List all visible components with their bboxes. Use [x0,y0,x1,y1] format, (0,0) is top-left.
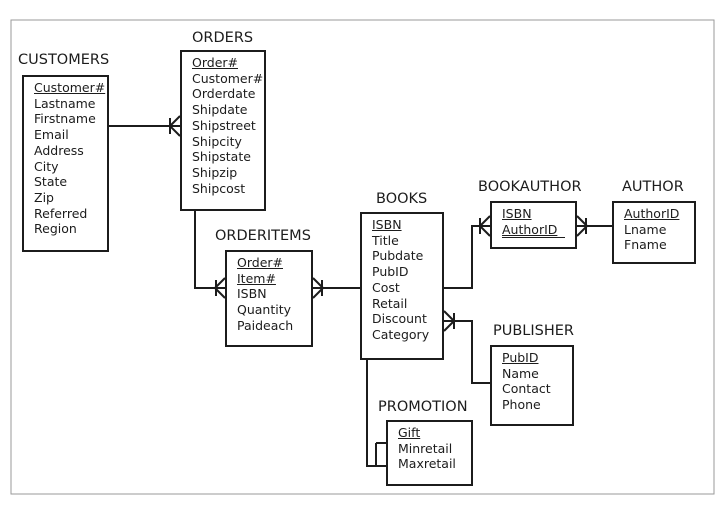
rel-customers-orders [108,115,181,137]
orderitems-attr: ISBN [237,286,267,302]
entity-author: AuthorID Lname Fname [612,201,696,264]
publisher-key: PubID [502,350,539,365]
bookauthor-title: BOOKAUTHOR [478,179,582,195]
publisher-title: PUBLISHER [493,323,575,339]
entity-publisher: PubID Name Contact Phone [490,345,574,426]
rel-books-orderitems [312,277,360,299]
rel-books-bookauthor [444,215,491,289]
author-attr: Fname [624,237,667,253]
orderitems-attr: Quantity [237,302,292,318]
orders-attr: Shipdate [192,102,248,118]
customers-attr: Firstname [34,111,96,127]
entity-bookauthor: ISBN AuthorID [490,201,577,249]
books-key: ISBN [372,217,402,232]
customers-attr: Zip [34,189,54,205]
books-attr: Discount [372,311,427,327]
books-attr: Title [372,232,399,248]
customers-attr: City [34,158,59,174]
promotion-attr: Maxretail [398,456,456,472]
orders-attr: Shipcost [192,180,246,196]
customers-attr: Referred [34,205,88,221]
orders-attr: Shipzip [192,164,238,180]
rel-books-promotion [366,360,386,467]
books-attr: PubID [372,264,409,280]
bookauthor-key: AuthorID [502,222,565,239]
publisher-attr: Phone [502,397,541,413]
promotion-attr: Minretail [398,440,453,456]
customers-attr: Region [34,221,77,237]
orders-attr: Shipcity [192,133,242,149]
publisher-attr: Contact [502,381,551,397]
entity-customers: Customer# Lastname Firstname Email Addre… [22,75,109,252]
orderitems-attr: Paideach [237,317,294,333]
author-key: AuthorID [624,206,680,221]
orderitems-key: Order# [237,255,283,270]
diagram-border [10,19,715,495]
customers-attr: Email [34,127,69,143]
customers-attr: Address [34,142,84,158]
rel-orders-orderitems [194,211,226,299]
customers-attr: Lastname [34,95,96,111]
books-attr: Category [372,326,430,342]
orders-key: Order# [192,55,238,70]
publisher-attr: Name [502,365,539,381]
entity-books: ISBN Title Pubdate PubID Cost Retail Dis… [360,212,444,360]
rel-author-bookauthor [576,215,612,237]
author-attr: Lname [624,221,667,237]
orders-attr: Shipstate [192,149,251,165]
promotion-title: PROMOTION [378,399,468,415]
customers-key: Customer# [34,80,106,95]
orders-title: ORDERS [192,30,254,46]
books-attr: Pubdate [372,248,424,264]
entity-promotion: Gift Minretail Maxretail [386,420,473,486]
customers-title: CUSTOMERS [18,52,110,68]
books-attr: Cost [372,279,400,295]
books-attr: Retail [372,295,408,311]
bookauthor-key: ISBN [502,206,532,221]
orders-attr: Orderdate [192,86,256,102]
rel-publisher-books [443,310,490,384]
author-title: AUTHOR [622,179,684,195]
entity-orders: Order# Customer# Orderdate Shipdate Ship… [180,50,266,211]
orderitems-title: ORDERITEMS [215,228,311,244]
orderitems-key: Item# [237,270,276,286]
orders-attr: Shipstreet [192,117,256,133]
entity-orderitems: Order# Item# ISBN Quantity Paideach [225,250,313,347]
books-title: BOOKS [376,191,428,207]
promotion-key: Gift [398,425,421,440]
customers-attr: State [34,174,68,190]
orders-attr: Customer# [192,70,264,86]
